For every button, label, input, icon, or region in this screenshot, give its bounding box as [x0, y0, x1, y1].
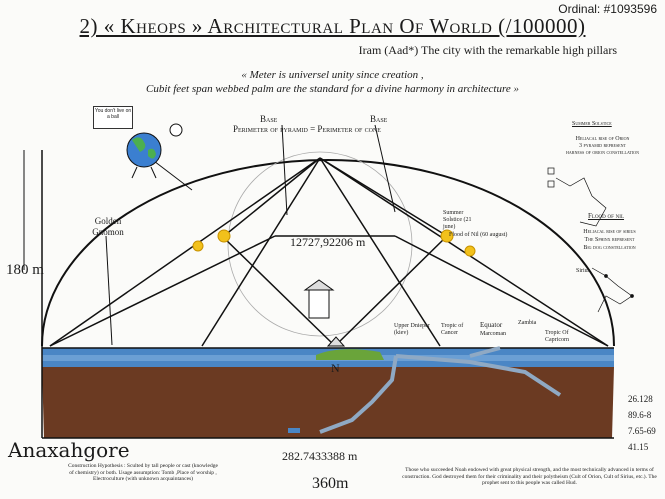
tunnel-network — [319, 346, 562, 434]
page-title-text: 2) « Kheops » Architectural Plan Of Worl… — [79, 14, 586, 38]
ordinal-label: Ordinal: #1093596 — [558, 2, 657, 16]
soil-layer — [42, 367, 614, 438]
pyramid-lines — [49, 157, 609, 347]
sun-icon — [440, 229, 454, 243]
sirius-label: Sirius — [576, 268, 591, 274]
summer-solstice-text: Heliacal rise of Orion 3 pyramid represe… — [555, 136, 650, 157]
summer-line-1: Heliacal rise of Orion — [575, 136, 630, 142]
summer-solstice-title: Summer Solstice — [572, 121, 612, 127]
orion-constellation — [547, 167, 607, 227]
number-2: 89.6-8 — [628, 410, 652, 420]
sun-icons — [192, 229, 476, 257]
quote-line-2: Cubit feet span webbed palm are the stan… — [146, 83, 519, 95]
flood-line-3: Big dog constellation — [583, 245, 636, 251]
number-3: 7.65-69 — [628, 426, 656, 436]
earth-continents — [132, 137, 156, 159]
right-numbers: 26.128 89.6-8 7.65-69 41.15 — [628, 391, 656, 455]
sun-icon — [464, 245, 476, 257]
number-4: 41.15 — [628, 442, 649, 452]
base-right-label: Base — [370, 114, 388, 124]
north-label: N — [331, 361, 340, 375]
summer-solstice-small: Summer Solstice (21 june) — [443, 210, 472, 230]
pillar-roof — [303, 279, 335, 291]
flood-line-1: Heliacal rise of sirius — [583, 229, 636, 235]
flood-nil-title: Flood of nil — [588, 212, 625, 220]
equator-sub-label: Marcoman — [480, 331, 506, 337]
flood-line-2: The Sphinx represent — [584, 237, 635, 243]
page-title: 2) « Kheops » Architectural Plan Of Worl… — [0, 14, 665, 39]
earth-globe-icon — [126, 132, 162, 168]
golden-gnomon-label: Golden Gnomon — [92, 216, 124, 237]
flood-nil-small: Flood of Nil (60 august) — [449, 232, 508, 238]
sun-icon — [217, 229, 231, 243]
summer-line-3: harness of orion constellation — [566, 150, 639, 156]
sun-icon — [192, 240, 204, 252]
sirius-constellation — [591, 267, 634, 313]
tropic-capricorn-label: Tropic Of Capricorn — [545, 330, 569, 343]
tropic-cancer-label: Tropic of Cancer — [441, 323, 464, 336]
thumbs-down-icon — [169, 123, 183, 137]
upper-dnieper-label: Upper Dnieper (kiev) — [394, 323, 430, 336]
dome-arc — [41, 159, 615, 347]
flood-nil-text: Heliacal rise of sirius The Sphinx repre… — [562, 228, 657, 252]
pillar-structure — [308, 287, 330, 319]
footer-left-text: Construction Hypothesis : Sculted by tal… — [68, 463, 218, 482]
equator-label: Equator — [480, 321, 503, 329]
zambia-label: Zambia — [518, 320, 537, 326]
base-left-label: Base — [260, 114, 278, 124]
small-pyramid — [326, 336, 346, 347]
height-label: 180 m — [6, 262, 44, 278]
author-label: Anaxahgore — [8, 438, 130, 462]
annotation-arrows — [23, 124, 396, 346]
speech-bubble: You don't live on a ball — [93, 106, 133, 129]
quote-line-1: « Meter is universel unity since creatio… — [241, 69, 424, 81]
footer-right-text: Those who succeeded Noah endowed with gr… — [402, 467, 657, 486]
summer-line-2: 3 pyramid represent — [579, 143, 626, 149]
diagonal-label: 12727,92206 m — [290, 235, 366, 249]
subtitle: Iram (Aad*) The city with the remarkable… — [358, 43, 617, 57]
number-1: 26.128 — [628, 394, 653, 404]
underground-chamber — [288, 428, 300, 433]
base-perimeter-label: 282.7433388 m — [282, 449, 358, 463]
perimeter-equation: Perimeter of pyramid = Perimeter of cone — [233, 124, 381, 134]
grass-mound — [316, 349, 384, 360]
width-label: 360m — [312, 475, 349, 492]
